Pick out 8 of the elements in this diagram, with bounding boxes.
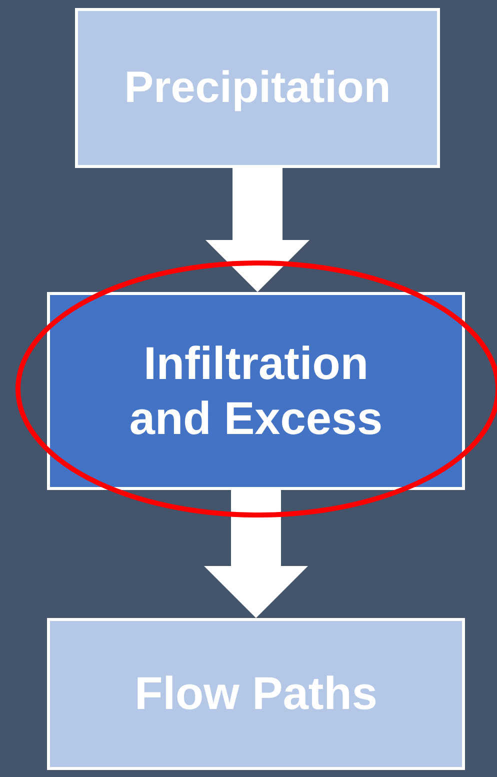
block-arrow — [204, 490, 308, 618]
block-arrow — [206, 168, 310, 292]
process-box — [47, 292, 465, 490]
box-label: Flow Paths — [134, 666, 378, 722]
box-label: Precipitation — [124, 62, 391, 114]
process-box — [47, 618, 465, 770]
box-label: Infiltration and Excess — [128, 336, 384, 446]
process-box — [75, 8, 440, 168]
